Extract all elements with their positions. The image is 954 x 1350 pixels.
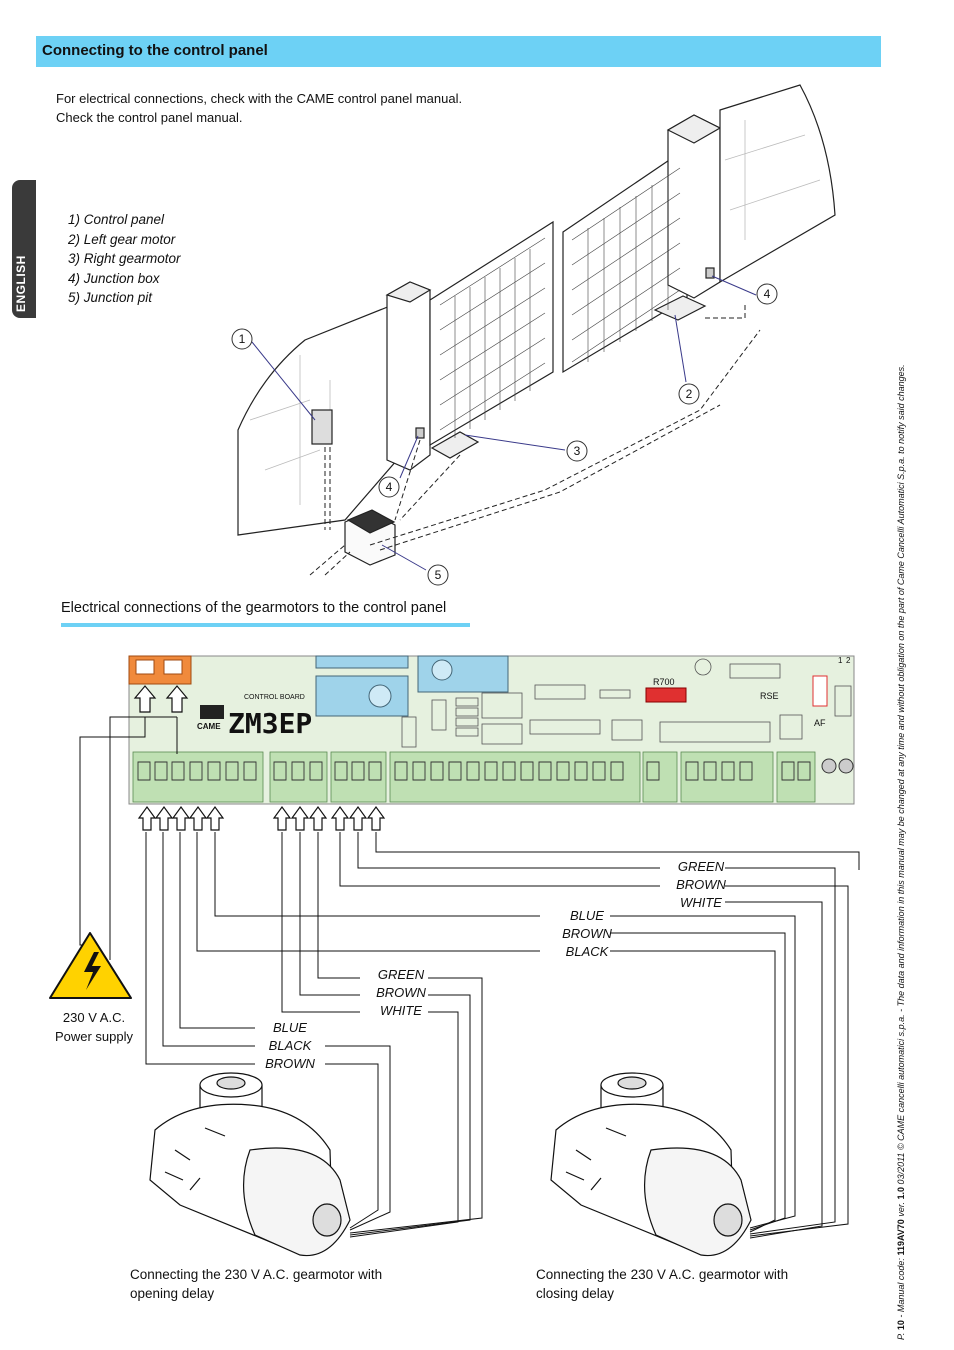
manual-code: 119AV70 — [896, 1219, 906, 1256]
power-supply-label: 230 V A.C. Power supply — [44, 1008, 144, 1046]
section-title: Connecting to the control panel — [42, 42, 268, 59]
intro-line-1: For electrical connections, check with t… — [56, 91, 463, 106]
callout-4a: 4 — [764, 287, 771, 301]
wire-c-3: WHITE — [380, 1003, 422, 1018]
callout-4b: 4 — [386, 480, 393, 494]
wire-d-2: BLACK — [268, 1038, 312, 1053]
parts-legend: 1) Control panel 2) Left gear motor 3) R… — [68, 210, 181, 308]
wire-d-3: BROWN — [265, 1056, 315, 1071]
gearmotor-left-icon — [149, 1072, 351, 1257]
wire-group-d: BLUE BLACK BROWN — [250, 1019, 330, 1073]
callout-circle-4a — [756, 283, 778, 305]
callout-circle-5 — [427, 564, 449, 586]
wire-b-3: BLACK — [565, 944, 609, 959]
wire-b-2: BROWN — [562, 926, 612, 941]
caption-closing-delay: Connecting the 230 V A.C. gearmotor with… — [536, 1267, 789, 1301]
section-header: Connecting to the control panel — [36, 36, 881, 67]
intro-text: For electrical connections, check with t… — [56, 89, 462, 127]
wire-a-1: GREEN — [677, 859, 725, 874]
wire-a-2: BROWN — [676, 877, 726, 892]
intro-line-2: Check the control panel manual. — [56, 110, 243, 125]
board-name: ZM3EP — [228, 707, 312, 740]
manual-version: 1.0 — [896, 1186, 906, 1200]
board-num-2: 2 — [846, 656, 851, 665]
page-number: 10 — [896, 1320, 906, 1331]
wire-group-c: GREEN BROWN WHITE — [361, 966, 441, 1020]
legend-item-right-gearmotor: 3) Right gearmotor — [68, 251, 181, 266]
legend-item-junction-box: 4) Junction box — [68, 270, 160, 286]
section2-underline — [61, 623, 470, 627]
callout-3: 2 — [686, 387, 693, 401]
board-rse: RSE — [760, 691, 779, 701]
callout-circle-4b — [378, 476, 400, 498]
legend-item-control-panel: 1) Control panel — [68, 212, 165, 227]
wire-group-a: GREEN BROWN WHITE — [661, 858, 741, 912]
board-label: CONTROL BOARD — [244, 694, 305, 701]
board-brand: CAME — [197, 722, 221, 731]
board-af: AF — [814, 718, 826, 728]
power-line-2: Power supply — [54, 1029, 134, 1044]
terminal-screws — [137, 761, 811, 781]
legend-item-junction-pit: 5) Junction pit — [68, 290, 153, 305]
callout-circle-2 — [566, 440, 588, 462]
board-r700: R700 — [653, 677, 675, 687]
wire-c-1: GREEN — [377, 967, 425, 982]
wire-b-1: BLUE — [570, 908, 604, 923]
wire-group-b: BLUE BROWN BLACK — [547, 907, 627, 961]
wire-a-3: WHITE — [680, 895, 722, 910]
board-num-1: 1 — [838, 656, 843, 665]
wire-d-1: BLUE — [273, 1020, 307, 1035]
language-tab: ENGLISH — [12, 180, 36, 318]
callout-2: 3 — [574, 444, 581, 458]
gearmotor-right-icon — [550, 1072, 752, 1257]
wire-c-2: BROWN — [376, 985, 426, 1000]
callout-circle-3 — [678, 383, 700, 405]
caption-opening-delay: Connecting the 230 V A.C. gearmotor with… — [130, 1267, 383, 1301]
footer-notice: P. 10 - Manual code: 119AV70 ver. 1.0 03… — [896, 364, 906, 1340]
terminal-arrows — [137, 805, 386, 831]
callout-5: 5 — [435, 568, 442, 582]
section2-title: Electrical connections of the gearmotors… — [61, 600, 447, 616]
legend-item-left-gearmotor: 2) Left gear motor — [68, 231, 176, 247]
power-line-1: 230 V A.C. — [62, 1010, 126, 1025]
callout-1: 1 — [239, 332, 246, 346]
callout-circle-1 — [231, 328, 253, 350]
